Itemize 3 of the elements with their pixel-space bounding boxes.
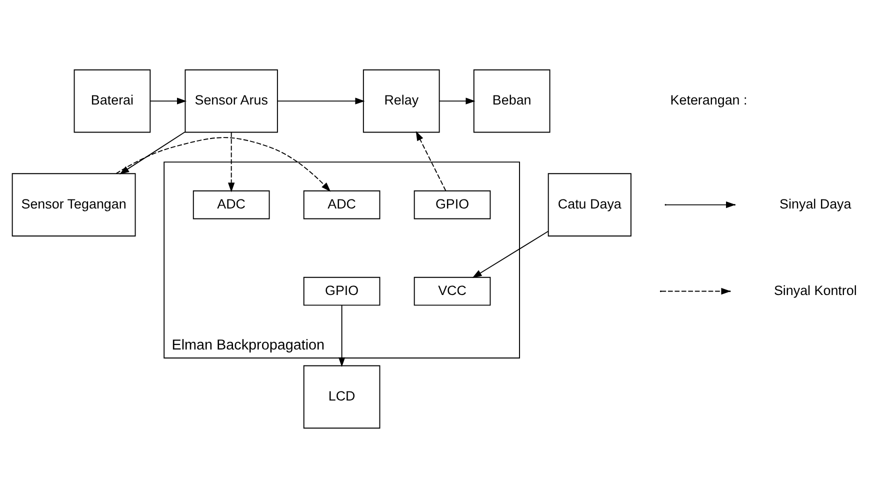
label: Keterangan : [670,92,748,108]
legend-label: Sinyal Kontrol [774,282,857,298]
legend-label: Sinyal Daya [780,196,852,212]
